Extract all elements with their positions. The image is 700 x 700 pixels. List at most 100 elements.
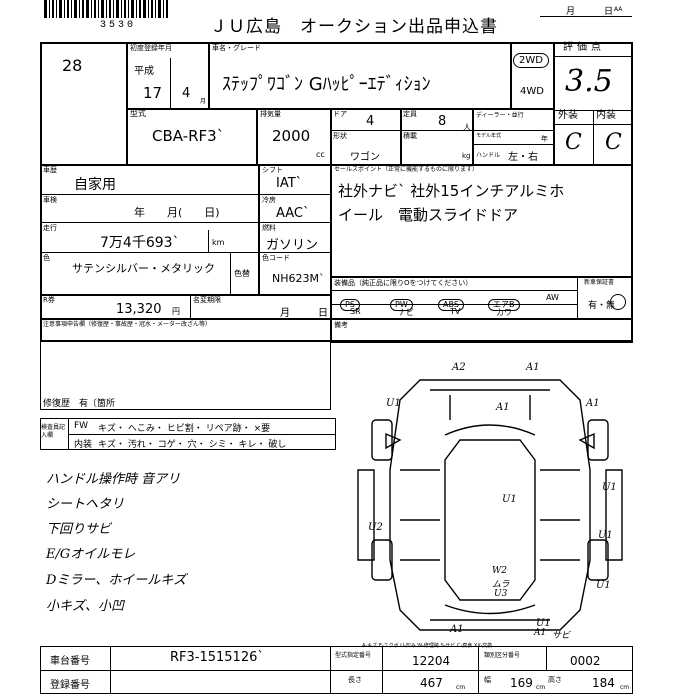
page-title: ＪＵ広島 オークション出品申込書: [210, 17, 498, 37]
dealer-label: ディーラー・並行: [476, 112, 524, 119]
recycle-unit: 円: [172, 307, 180, 316]
rating-score: 3.5: [565, 64, 613, 99]
capacity-value: 8: [438, 114, 447, 129]
interior-grade: C: [605, 130, 622, 155]
handle-value: 左・右: [508, 152, 538, 163]
mark-u2-left: U2: [368, 522, 383, 533]
first-reg-year: 17: [143, 84, 163, 102]
notes-box: [40, 318, 331, 410]
car-name-label: 車名・グレード: [212, 44, 261, 52]
category-number-value: 0002: [570, 654, 601, 668]
equipment-tv: TV: [450, 307, 461, 316]
color-value: サテンシルバー・メタリック: [72, 262, 215, 275]
chassis-label: 車台番号: [50, 656, 90, 667]
mark-a1-rear-right: A1: [534, 628, 547, 638]
color-code-value: NH623M`: [272, 272, 325, 285]
category-number-label: 類別区分番号: [484, 652, 521, 659]
check-inner-items: キズ・ 汚れ・ コゲ・ 穴・ シミ・ キレ・ 破し: [98, 440, 287, 450]
mark-a2: A2: [452, 362, 466, 373]
fuel-value: ガソリン: [266, 238, 319, 253]
equipment-abs: ABS: [438, 292, 464, 311]
mark-a1-top: A1: [526, 362, 540, 373]
width-value: 169: [510, 676, 533, 690]
notes-label: 注意事項申告欄（修復歴・事故歴・冠水・メーター改ざん等）: [43, 321, 212, 328]
height-label: 高さ: [548, 676, 562, 684]
mark-u1-right-wheel: U1: [596, 580, 611, 591]
check-fw: FW: [74, 421, 89, 431]
height-value: 184: [592, 676, 615, 690]
new-car-warranty-label: 新車保証書: [584, 279, 615, 286]
handle-label: ハンドル: [476, 152, 501, 159]
load-label: 積載: [403, 132, 417, 140]
remarks-label: 備考: [334, 321, 348, 329]
type-designation-label: 型式指定番号: [335, 652, 372, 659]
recycle-label: R券: [43, 296, 55, 304]
model-label: 型式: [130, 109, 146, 118]
shape-label: 形状: [333, 132, 347, 140]
mark-u1-rear: U1: [536, 618, 551, 629]
interior-label: 内装: [596, 110, 616, 121]
fuel-label: 燃料: [262, 224, 276, 232]
length-label: 長さ: [348, 676, 362, 684]
mark-u1-right-door: U1: [602, 482, 617, 493]
mileage-unit: km: [212, 238, 225, 247]
exterior-grade: C: [565, 130, 582, 155]
color-change-label: 色替: [234, 269, 250, 278]
car-name-value: ｽﾃｯﾌﾟﾜｺﾞﾝ Gﾊｯﾋﾟｰｴﾃﾞｨｼｮﾝ: [222, 74, 431, 95]
first-reg-month: 4: [182, 86, 191, 101]
form-outer-frame: [40, 42, 633, 342]
color-code-label: 色コード: [262, 254, 290, 262]
type-designation-value: 12204: [412, 654, 451, 668]
rating-label: 評価点: [563, 42, 605, 53]
equipment-airbag: エアB: [488, 292, 520, 311]
car-diagram-icon: [357, 379, 623, 631]
exterior-label: 外装: [558, 110, 578, 121]
sales-point-line2: イール 電動スライドドア: [338, 206, 519, 224]
date-underline: [540, 16, 632, 17]
aircon-value: AAC`: [276, 206, 310, 221]
model-year-label: モデル年式: [476, 133, 502, 139]
doors-label: ドア: [333, 110, 347, 118]
lot-number: 28: [62, 56, 83, 75]
mark-sabi: サビ: [552, 631, 571, 641]
mileage-label: 走行: [43, 224, 57, 232]
width-unit: cm: [536, 684, 546, 691]
first-reg-month-suffix: 月: [200, 98, 207, 105]
warranty-value: 有・無: [588, 301, 616, 311]
load-unit: kg: [462, 152, 471, 160]
reserve-day: 日: [318, 308, 328, 319]
recycle-value: 13,320: [116, 302, 162, 317]
date-day-label: 日: [604, 7, 614, 17]
warranty-circle: [610, 294, 626, 310]
handwritten-note-2: シートヘタリ: [46, 497, 125, 512]
width-label: 幅: [484, 676, 491, 684]
equipment-pw: PW: [390, 292, 413, 311]
drive-4wd: 4WD: [520, 86, 544, 97]
mark-a1-hood: A1: [496, 402, 510, 413]
length-unit: cm: [456, 684, 466, 691]
model-year-unit: 年: [541, 135, 548, 143]
handwritten-note-3: 下回りサビ: [46, 522, 112, 537]
shape-value: ワゴン: [350, 152, 380, 163]
barcode-number: 3530: [100, 20, 137, 31]
reserve-month: 月: [280, 308, 290, 319]
shift-label: シフト: [262, 166, 283, 174]
date-month-label: 月: [566, 7, 576, 17]
shift-value: IAT`: [276, 176, 303, 191]
check-inner-label: 内装: [74, 440, 93, 450]
barcode-icon: [42, 0, 170, 20]
equipment-aw: AW: [546, 293, 559, 302]
model-value: CBA-RF3`: [152, 127, 225, 145]
chassis-value: RF3-1515126`: [170, 650, 264, 665]
length-value: 467: [420, 676, 443, 690]
date-day-suffix: AA: [614, 6, 623, 13]
mark-u1-roof: U1: [502, 494, 517, 505]
aircon-label: 冷房: [262, 196, 276, 204]
mark-u1-right-rear: U1: [598, 530, 613, 541]
check-outer-label: 検査員記入欄: [41, 424, 66, 439]
first-reg-label: 初度登録年月: [130, 44, 172, 52]
equipment-navi: ナビ: [398, 308, 414, 317]
inspection-value: 年 月( 日): [134, 206, 220, 219]
doors-value: 4: [366, 114, 375, 129]
inspection-label: 車検: [43, 196, 57, 204]
